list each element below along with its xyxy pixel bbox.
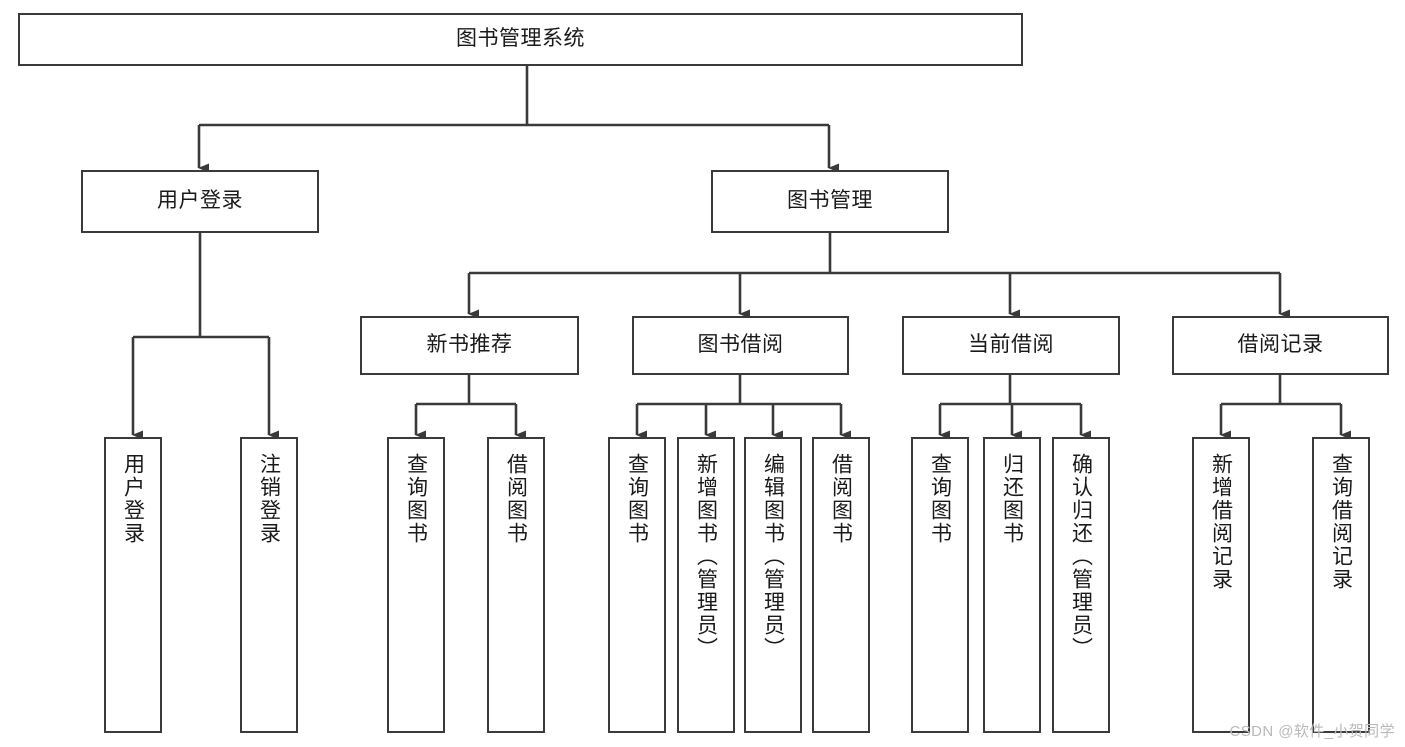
node-leaf-logout-login[interactable]: 注销登录 bbox=[240, 437, 298, 733]
user-login-to-leaves-connectors bbox=[131, 233, 279, 440]
node-leaf-query-book-current-label: 查询图书 bbox=[928, 453, 952, 545]
book-borrow-to-leaves-connectors bbox=[635, 375, 851, 440]
root-to-level2-connectors bbox=[197, 66, 839, 173]
node-book-manage-label: 图书管理 bbox=[787, 189, 873, 213]
node-leaf-return-book[interactable]: 归还图书 bbox=[983, 437, 1041, 733]
node-book-borrow[interactable]: 图书借阅 bbox=[632, 316, 849, 375]
node-leaf-query-borrow-record[interactable]: 查询借阅记录 bbox=[1312, 437, 1370, 733]
node-user-login-label: 用户登录 bbox=[157, 189, 243, 213]
node-leaf-add-book-admin[interactable]: 新增图书（管理员） bbox=[677, 437, 735, 733]
node-leaf-query-borrow-record-label: 查询借阅记录 bbox=[1329, 453, 1353, 591]
node-current-borrow-label: 当前借阅 bbox=[968, 333, 1054, 357]
node-leaf-add-borrow-record-label: 新增借阅记录 bbox=[1209, 453, 1233, 591]
node-leaf-borrow-book[interactable]: 借阅图书 bbox=[812, 437, 870, 733]
node-leaf-add-borrow-record[interactable]: 新增借阅记录 bbox=[1192, 437, 1250, 733]
borrow-record-to-leaves-connectors bbox=[1219, 375, 1351, 440]
node-new-book-recommend-label: 新书推荐 bbox=[426, 333, 513, 357]
node-root[interactable]: 图书管理系统 bbox=[18, 13, 1023, 66]
node-leaf-add-book-admin-label: 新增图书（管理员） bbox=[694, 453, 718, 660]
node-leaf-query-book-current[interactable]: 查询图书 bbox=[911, 437, 969, 733]
node-book-manage[interactable]: 图书管理 bbox=[711, 170, 949, 233]
node-leaf-borrow-book-label: 借阅图书 bbox=[829, 453, 853, 545]
node-leaf-confirm-return-admin-label: 确认归还（管理员） bbox=[1069, 453, 1093, 660]
node-borrow-record[interactable]: 借阅记录 bbox=[1172, 316, 1389, 375]
node-leaf-return-book-label: 归还图书 bbox=[1000, 453, 1024, 545]
node-root-label: 图书管理系统 bbox=[456, 27, 585, 51]
node-leaf-user-login-label: 用户登录 bbox=[121, 453, 145, 545]
node-leaf-query-book-borrow[interactable]: 查询图书 bbox=[608, 437, 666, 733]
node-leaf-query-book-new[interactable]: 查询图书 bbox=[387, 437, 445, 733]
current-borrow-to-leaves-connectors bbox=[938, 375, 1091, 440]
node-user-login[interactable]: 用户登录 bbox=[81, 170, 319, 233]
new-book-recommend-to-leaves-connectors bbox=[414, 375, 526, 440]
node-leaf-query-book-new-label: 查询图书 bbox=[404, 453, 428, 545]
node-leaf-edit-book-admin-label: 编辑图书（管理员） bbox=[761, 453, 785, 660]
node-leaf-borrow-book-new-label: 借阅图书 bbox=[504, 453, 528, 545]
node-book-borrow-label: 图书借阅 bbox=[697, 333, 784, 357]
node-leaf-borrow-book-new[interactable]: 借阅图书 bbox=[487, 437, 545, 733]
node-leaf-logout-login-label: 注销登录 bbox=[257, 453, 281, 545]
node-current-borrow[interactable]: 当前借阅 bbox=[902, 316, 1120, 375]
book-manage-to-level3-connectors bbox=[467, 233, 1290, 319]
node-new-book-recommend[interactable]: 新书推荐 bbox=[360, 316, 579, 375]
node-leaf-query-book-borrow-label: 查询图书 bbox=[625, 453, 649, 545]
node-leaf-edit-book-admin[interactable]: 编辑图书（管理员） bbox=[744, 437, 802, 733]
node-leaf-user-login[interactable]: 用户登录 bbox=[104, 437, 162, 733]
node-borrow-record-label: 借阅记录 bbox=[1237, 333, 1324, 357]
node-leaf-confirm-return-admin[interactable]: 确认归还（管理员） bbox=[1052, 437, 1110, 733]
